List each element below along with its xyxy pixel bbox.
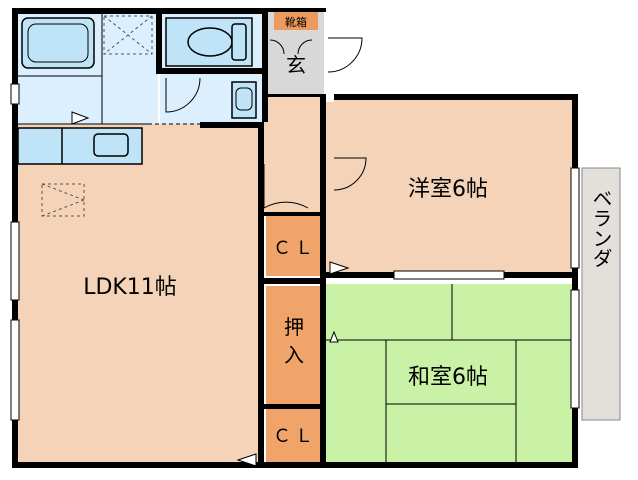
step-markers xyxy=(71,111,350,467)
entrance-label: 玄 xyxy=(286,53,306,77)
western-room-label: 洋室6帖 xyxy=(408,177,488,202)
veranda xyxy=(581,167,621,421)
closet-upper-label: ＣＬ xyxy=(273,238,317,259)
washbasin-icon xyxy=(231,81,257,119)
closet-lower xyxy=(266,408,324,464)
western-room-floor xyxy=(326,96,576,274)
ldk-label: LDK11帖 xyxy=(83,275,177,300)
oshiire-label-bottom: 入 xyxy=(284,343,304,367)
windows xyxy=(10,83,580,421)
closet-lower-label: ＣＬ xyxy=(273,426,317,447)
bathtub-icon xyxy=(21,17,95,69)
oshiire-label-top: 押 xyxy=(284,315,304,339)
veranda-label: ベランダ xyxy=(589,188,613,268)
shower-area xyxy=(103,15,153,55)
shoe-box-label: 靴箱 xyxy=(285,15,307,29)
toilet-icon xyxy=(165,17,253,67)
closet-upper xyxy=(266,216,324,276)
japanese-room-label: 和室6帖 xyxy=(408,365,488,390)
door-swings xyxy=(165,37,367,209)
tatami-lines xyxy=(326,284,576,464)
kitchen-counter xyxy=(17,127,143,165)
oshiire-closet xyxy=(266,286,324,404)
japanese-room-floor xyxy=(326,284,576,464)
washroom-floor xyxy=(102,12,158,124)
fridge-space xyxy=(41,183,85,217)
hall-floor xyxy=(264,94,326,214)
ldk-floor xyxy=(16,124,264,464)
shoe-box xyxy=(274,12,318,30)
dressing-floor xyxy=(16,76,102,124)
